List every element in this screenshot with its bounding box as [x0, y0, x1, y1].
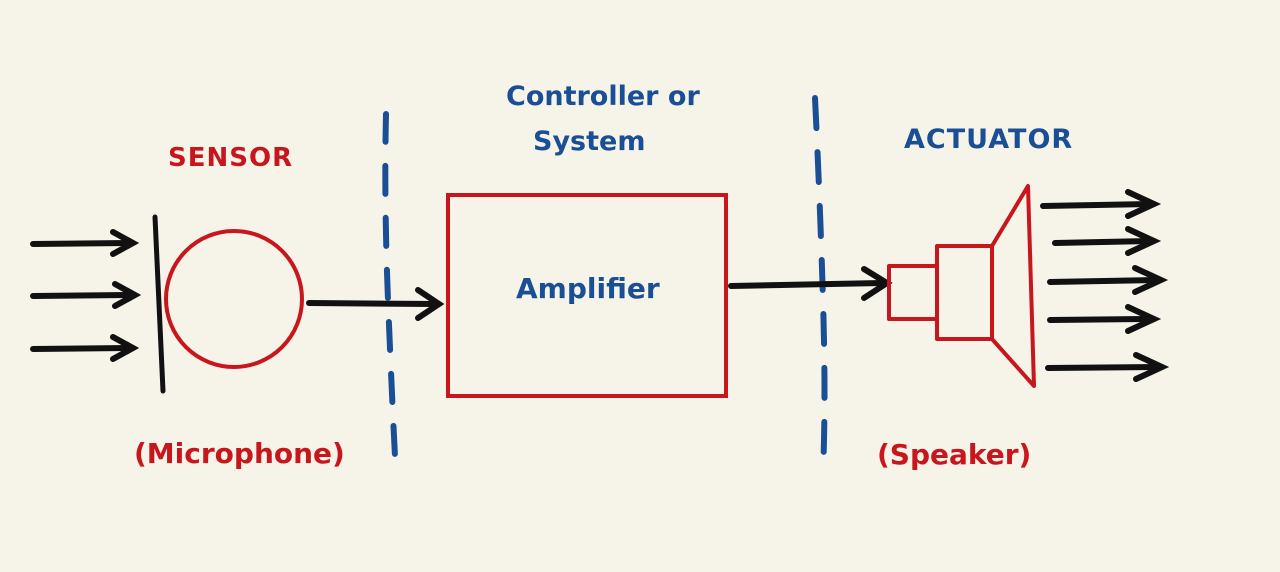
controller-label-line2: System — [533, 126, 646, 157]
input-arrows — [30, 229, 142, 362]
output-arrow-3 — [1047, 265, 1169, 295]
speaker-icon — [887, 184, 1036, 388]
boundary-line-right — [812, 95, 828, 475]
input-arrow-2 — [30, 281, 142, 309]
sensor-to-amplifier-arrow — [306, 287, 445, 321]
controller-label-line1: Controller or — [506, 81, 700, 112]
actuator-label: ACTUATOR — [904, 124, 1074, 155]
output-arrow-5 — [1045, 352, 1170, 382]
speaker-magnet — [887, 264, 939, 321]
amplifier-to-speaker-arrow — [728, 266, 893, 301]
amplifier-label: Amplifier — [516, 272, 660, 305]
input-arrow-3 — [30, 334, 140, 362]
speaker-label: (Speaker) — [877, 438, 1032, 471]
input-arrow-1 — [30, 229, 140, 257]
speaker-cone — [990, 184, 1036, 388]
sensor-label: SENSOR — [168, 143, 294, 173]
output-arrow-4 — [1047, 304, 1162, 334]
microphone-diaphragm — [152, 214, 166, 394]
output-arrow-1 — [1040, 189, 1162, 219]
microphone-body — [164, 229, 304, 369]
microphone-icon — [152, 214, 304, 394]
amplifier-box — [446, 193, 728, 398]
output-arrow-2 — [1052, 226, 1162, 256]
speaker-driver — [935, 244, 994, 341]
boundary-line-left — [382, 111, 399, 479]
microphone-label: (Microphone) — [134, 437, 345, 470]
output-arrows — [1040, 189, 1170, 382]
